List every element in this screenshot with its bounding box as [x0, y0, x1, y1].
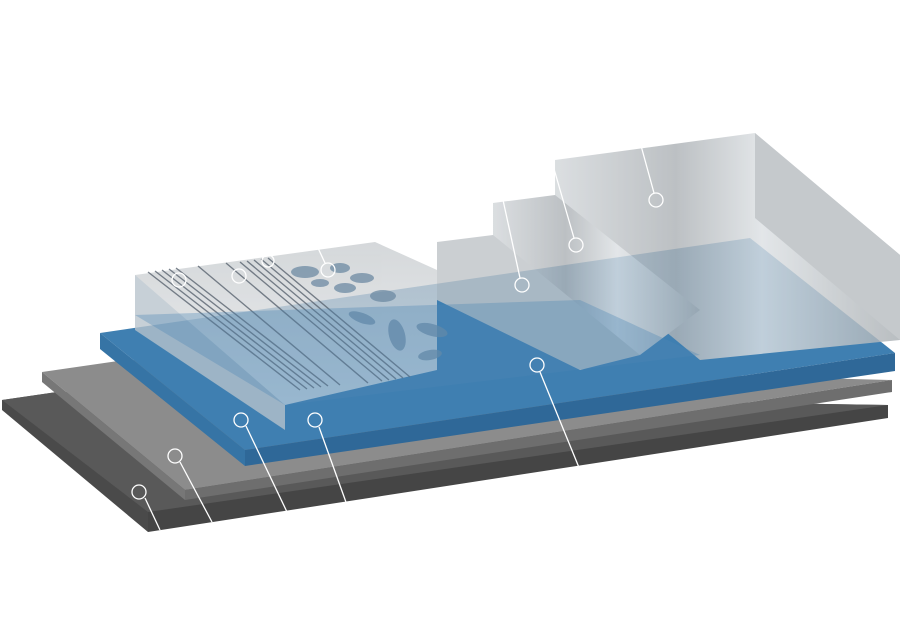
callout-12[interactable]: [317, 247, 336, 278]
callout-9[interactable]: [171, 272, 187, 288]
callout-8[interactable]: [639, 141, 664, 208]
callouts: [131, 141, 664, 531]
silver-stepped-block: [437, 133, 900, 370]
callout-1[interactable]: [131, 484, 161, 531]
callout-2[interactable]: [167, 448, 213, 523]
blue-wash: [135, 300, 700, 405]
callout-11[interactable]: [261, 254, 275, 268]
callout-7[interactable]: [551, 161, 584, 253]
callout-10[interactable]: [231, 268, 247, 284]
groove-lines: [147, 257, 411, 391]
callout-5[interactable]: [529, 357, 581, 471]
blob-textures: [291, 263, 448, 361]
callout-3[interactable]: [233, 412, 288, 513]
callout-4[interactable]: [307, 412, 348, 506]
callout-6[interactable]: [502, 199, 530, 293]
